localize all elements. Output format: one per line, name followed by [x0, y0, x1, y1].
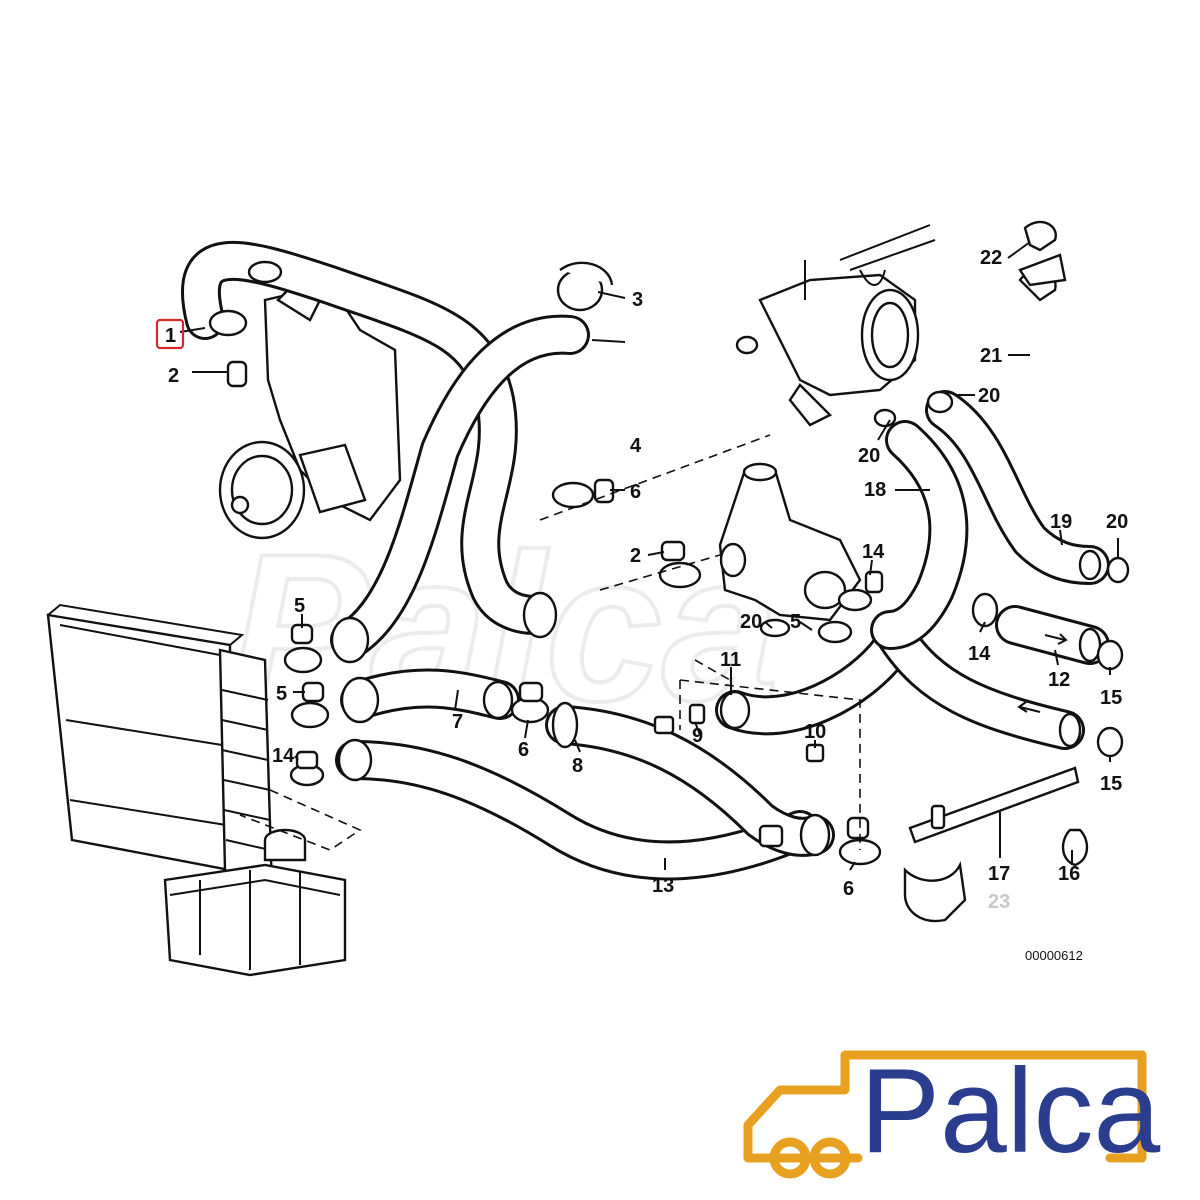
callout-8: 8	[572, 755, 583, 777]
callout-3: 3	[632, 289, 643, 311]
callout-6-lower: 6	[843, 878, 854, 900]
drawing-code: 00000612	[1025, 948, 1083, 963]
callout-21: 21	[980, 345, 1002, 367]
callout-16: 16	[1058, 863, 1080, 885]
callout-2-housing: 2	[630, 545, 641, 567]
callout-20-valve-left: 20	[858, 445, 880, 467]
callout-23: 23	[988, 891, 1010, 913]
thermostat-housing	[718, 462, 862, 622]
callout-19: 19	[1050, 511, 1072, 533]
callout-11: 11	[720, 649, 741, 671]
callout-9: 9	[692, 725, 703, 747]
callout-5-center: 5	[790, 611, 801, 633]
callout-22: 22	[980, 247, 1002, 269]
callout-20-center: 20	[740, 611, 762, 633]
leader-lines	[179, 241, 1119, 871]
callout-2-pump: 2	[168, 365, 179, 387]
callout-1: 1	[165, 325, 176, 347]
logo-truck-wheel-front	[769, 1137, 811, 1179]
strap-and-bracket	[903, 766, 1080, 923]
callout-10: 10	[804, 721, 826, 743]
callout-20-valve-right: 20	[978, 385, 1000, 407]
callout-5-mid: 5	[276, 683, 287, 705]
water-pump	[218, 276, 402, 540]
callout-6-upper: 6	[630, 481, 641, 503]
callouts: 1 2 3 4 6 2 14 20 20 22 21 18 19 20 5 5 …	[165, 247, 1128, 913]
fittings	[226, 360, 884, 848]
callout-20-right: 20	[1106, 511, 1128, 533]
callout-1-highlight	[155, 318, 185, 350]
callout-4: 4	[630, 435, 642, 457]
flow-arrows	[1017, 633, 1068, 713]
throttle-valve	[735, 224, 936, 427]
logo-truck-frame	[743, 1050, 1147, 1163]
palca-logo: Palca	[743, 1044, 1160, 1179]
callout-15-upper: 15	[1100, 687, 1122, 709]
callout-17: 17	[988, 863, 1010, 885]
hoses	[180, 240, 1110, 881]
callout-13: 13	[652, 875, 674, 897]
callout-14-radiator: 14	[272, 745, 295, 767]
callout-6-middle: 6	[518, 739, 529, 761]
callout-7: 7	[452, 711, 463, 733]
callout-5-top: 5	[294, 595, 305, 617]
callout-18: 18	[864, 479, 886, 501]
callout-15-lower: 15	[1100, 773, 1122, 795]
callout-14-right: 14	[968, 643, 991, 665]
hose-ends	[208, 309, 1102, 857]
logo-truck-wheel-rear	[809, 1137, 851, 1179]
assembly-dashes	[239, 434, 861, 851]
expansion-tank	[163, 828, 347, 977]
callout-12: 12	[1048, 669, 1070, 691]
callout-14-housing: 14	[862, 541, 885, 563]
logo-text: Palca	[860, 1044, 1160, 1178]
